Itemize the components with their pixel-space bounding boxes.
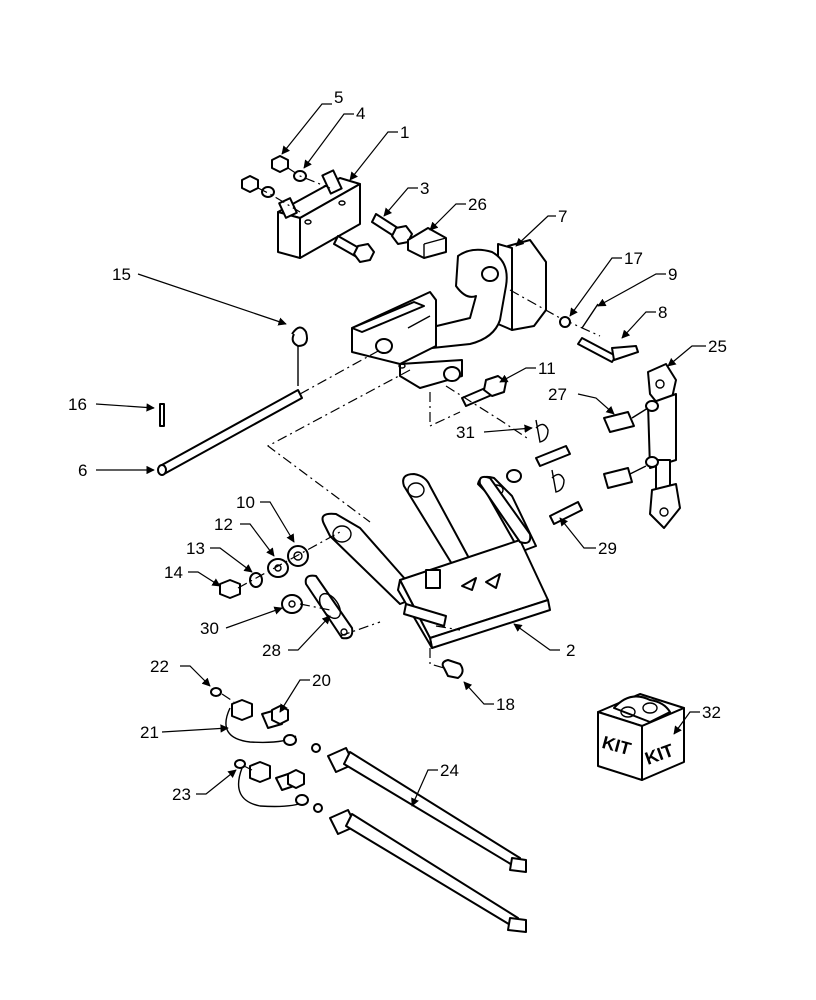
callout-24: 24 — [440, 761, 459, 780]
callout-28: 28 — [262, 641, 281, 660]
lock-washer — [261, 170, 307, 198]
callout-30: 30 — [200, 619, 219, 638]
hydraulic-cylinder — [645, 363, 681, 529]
callout-10: 10 — [236, 493, 255, 512]
washer — [506, 469, 522, 483]
leader-lines — [95, 103, 706, 807]
bolt — [333, 213, 413, 263]
callout-27: 27 — [548, 385, 567, 404]
kit-box-icon: KIT KIT — [597, 693, 685, 781]
callout-12: 12 — [214, 515, 233, 534]
callout-23: 23 — [172, 785, 191, 804]
spacer-washer — [287, 545, 309, 567]
callout-20: 20 — [312, 671, 331, 690]
clevis-pin — [535, 445, 583, 525]
callout-31: 31 — [456, 423, 475, 442]
washer — [559, 316, 571, 328]
link-plate — [304, 574, 354, 640]
link-plate — [478, 475, 532, 544]
callout-13: 13 — [186, 539, 205, 558]
callout-17: 17 — [624, 249, 643, 268]
callout-3: 3 — [420, 179, 429, 198]
shaft — [157, 389, 303, 476]
hex-nut — [219, 579, 241, 599]
bumper-plug — [441, 659, 464, 679]
lower-frame — [321, 473, 551, 649]
callout-8: 8 — [658, 303, 667, 322]
hair-pin-clip — [535, 419, 565, 493]
callout-29: 29 — [598, 539, 617, 558]
mounting-plate — [277, 169, 361, 259]
callout-11: 11 — [538, 359, 556, 378]
hydraulic-fitting — [603, 411, 635, 489]
callout-14: 14 — [164, 563, 183, 582]
bolt — [461, 375, 507, 407]
callout-7: 7 — [558, 207, 567, 226]
callout-25: 25 — [708, 337, 727, 356]
callout-15: 15 — [112, 265, 131, 284]
callout-1: 1 — [400, 123, 409, 142]
wedge-block — [407, 227, 447, 259]
upper-bracket — [351, 239, 547, 389]
callout-26: 26 — [468, 195, 487, 214]
callout-18: 18 — [496, 695, 515, 714]
cotter-pin — [581, 303, 599, 329]
callout-4: 4 — [356, 104, 365, 123]
flat-washer — [267, 558, 303, 614]
callout-labels: 5 4 1 3 26 7 15 17 9 8 25 11 27 16 31 6 … — [68, 88, 727, 804]
callout-6: 6 — [78, 461, 87, 480]
callout-2: 2 — [566, 641, 575, 660]
hydraulic-hose — [327, 747, 527, 933]
callout-21: 21 — [140, 723, 159, 742]
callout-5: 5 — [334, 88, 343, 107]
o-ring — [210, 687, 323, 813]
callout-9: 9 — [668, 265, 677, 284]
pivot-pin — [577, 337, 639, 363]
callout-22: 22 — [150, 657, 169, 676]
callout-16: 16 — [68, 395, 87, 414]
spring-pin — [159, 403, 165, 427]
callout-32: 32 — [702, 703, 721, 722]
quick-coupler — [231, 699, 305, 791]
hair-pin-clip — [291, 326, 308, 347]
